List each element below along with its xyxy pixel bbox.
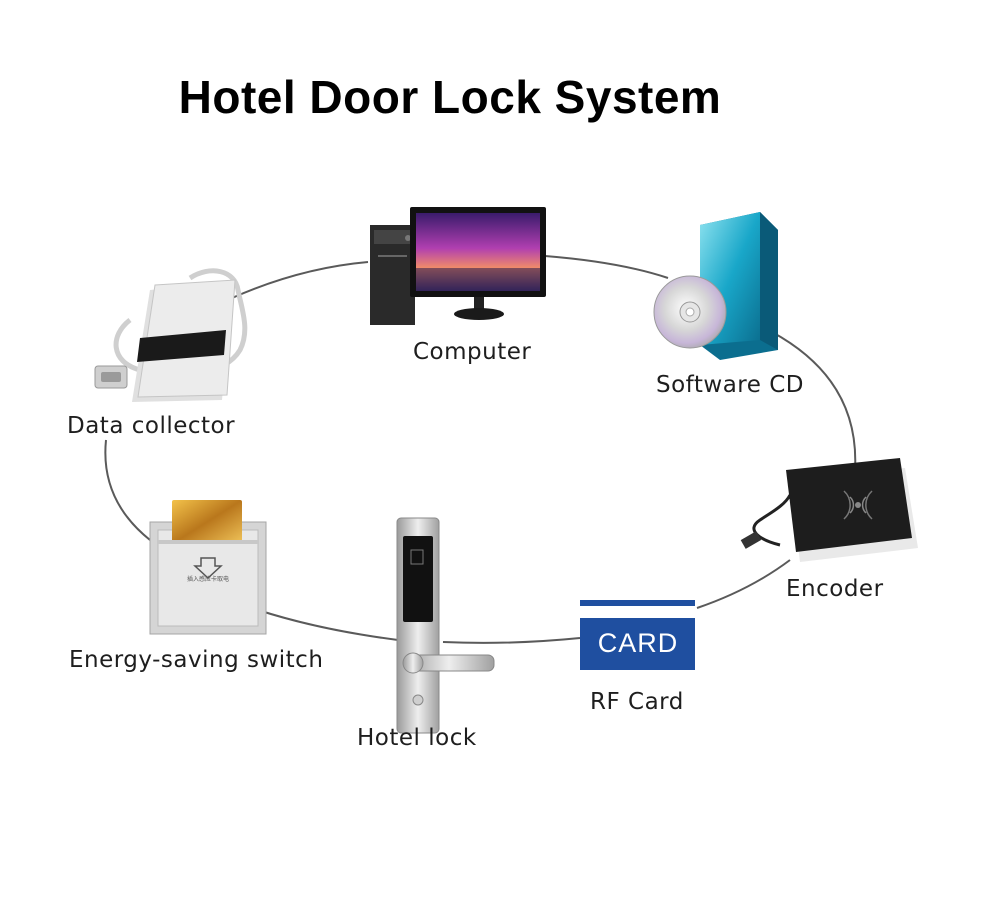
label-computer: Computer <box>413 339 532 365</box>
link-switch-collector <box>104 439 151 541</box>
label-data-collector: Data collector <box>67 413 236 439</box>
energy-switch-face-text: 插入感应卡取电 <box>186 576 229 583</box>
label-hotel-lock: Hotel lock <box>357 725 477 751</box>
label-energy-saving-switch: Energy-saving switch <box>69 647 324 673</box>
cycle-line <box>104 255 857 644</box>
energy-switch-icon <box>149 500 267 635</box>
link-collector-computer <box>231 261 369 299</box>
rf-card-face-text: CARD <box>597 628 679 658</box>
computer-icon <box>370 207 546 325</box>
link-software-encoder <box>771 331 857 471</box>
rf-card-icon <box>580 600 695 670</box>
label-software-cd: Software CD <box>656 372 804 398</box>
label-rf-card: RF Card <box>590 689 684 715</box>
hotel-lock-icon <box>396 517 495 734</box>
link-computer-software <box>544 255 669 279</box>
link-lock-switch <box>257 609 399 641</box>
label-encoder: Encoder <box>786 576 884 602</box>
software-cd-icon <box>653 212 778 360</box>
link-encoder-card <box>696 559 791 609</box>
diagram-title: Hotel Door Lock System <box>178 71 722 123</box>
encoder-icon <box>740 458 918 562</box>
link-card-lock <box>442 637 581 644</box>
data-collector-icon <box>94 268 248 402</box>
